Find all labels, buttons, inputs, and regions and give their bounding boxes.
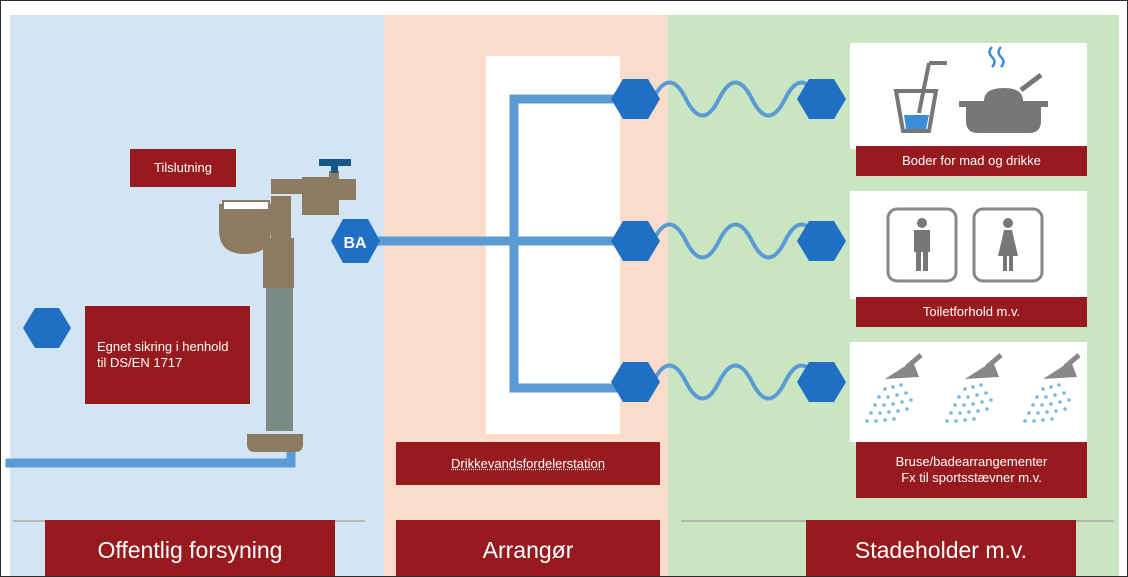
shower-label: Bruse/badearrangementer Fx til sportsstæ… bbox=[856, 442, 1087, 498]
hoses bbox=[651, 80, 820, 401]
footer-organizer: Arrangør bbox=[396, 520, 660, 576]
backflow-ba-hex-icon bbox=[331, 219, 380, 263]
shower-head-icon bbox=[1023, 355, 1079, 423]
distribution-pipe bbox=[374, 94, 634, 393]
station-label: Drikkevandsfordelerstation bbox=[396, 442, 660, 485]
pipes bbox=[5, 94, 634, 468]
food-card bbox=[850, 43, 1087, 149]
shower-label-line2: Fx til sportsstævner m.v. bbox=[901, 470, 1042, 485]
footer-stand-holder: Stadeholder m.v. bbox=[806, 520, 1076, 576]
hydrant-icon bbox=[219, 159, 356, 452]
shower-label-line1: Bruse/badearrangementer bbox=[895, 454, 1048, 469]
toilet-label: Toiletforhold m.v. bbox=[856, 297, 1087, 327]
female-toilet-icon bbox=[972, 207, 1044, 283]
shower-card bbox=[850, 342, 1087, 442]
shower-head-icon bbox=[945, 355, 1001, 423]
hex-shower-left-icon bbox=[611, 362, 660, 402]
male-toilet-icon bbox=[886, 207, 958, 283]
hex-food-left-icon bbox=[611, 79, 660, 119]
hexagons bbox=[23, 79, 846, 402]
hose-shower bbox=[651, 363, 820, 401]
glass-icon bbox=[893, 61, 947, 133]
hose-toilet bbox=[651, 222, 820, 260]
footer-public-supply: Offentlig forsyning bbox=[45, 520, 335, 576]
protection-label: Egnet sikring i henhold til DS/EN 1717 bbox=[85, 306, 250, 404]
hose-food bbox=[651, 80, 820, 118]
food-label: Boder for mad og drikke bbox=[856, 146, 1087, 176]
hex-toilet-right-icon bbox=[797, 221, 846, 261]
protection-hex-icon bbox=[23, 308, 71, 348]
cooking-pot-icon bbox=[959, 46, 1048, 133]
hex-shower-right-icon bbox=[797, 362, 846, 402]
connection-label: Tilslutning bbox=[130, 149, 236, 187]
hex-toilet-left-icon bbox=[611, 221, 660, 261]
backflow-ba-text: BA bbox=[343, 235, 367, 252]
zone-public-supply bbox=[10, 15, 384, 576]
shower-head-icon bbox=[865, 355, 921, 423]
hex-food-right-icon bbox=[797, 79, 846, 119]
